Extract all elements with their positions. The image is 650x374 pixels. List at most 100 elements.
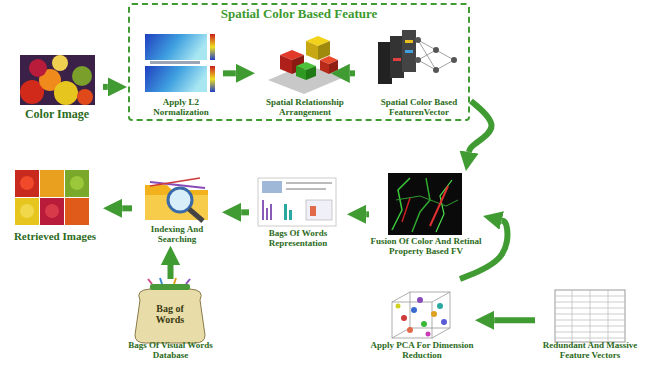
- pca-cube-part-part: [432, 328, 450, 338]
- step-label: Spatial Color Based FeaturenVector: [370, 97, 468, 118]
- feature-table-picture-part: [555, 290, 625, 342]
- image-slot: [133, 172, 221, 224]
- bow-representation-picture-part: [262, 200, 264, 220]
- retinal-fusion-picture-part: [430, 186, 448, 226]
- pca-cube-part: [396, 304, 401, 309]
- pca-cube-part: [401, 315, 407, 321]
- fruit-photo-part: [52, 55, 68, 71]
- flow-arrow: [366, 211, 369, 217]
- feature-vector-picture-part-part: [436, 60, 454, 70]
- normalization-plot-part: [210, 34, 215, 60]
- spatial-blocks-part: [296, 66, 306, 80]
- fruit-photo-part: [54, 81, 78, 105]
- flow-arrow: [469, 101, 491, 152]
- pca-cube-part: [392, 292, 450, 338]
- search-folder-picture: [145, 178, 208, 221]
- image-slot: [370, 172, 482, 236]
- bow-representation-picture-part: [286, 182, 332, 184]
- fruit-photo: [20, 55, 95, 105]
- word-bag-part: [148, 279, 152, 284]
- process-step: Spatial Color Based FeaturenVector: [370, 29, 468, 118]
- image-slot: [256, 29, 354, 97]
- search-folder-picture-part: [189, 209, 203, 221]
- spatial-blocks-part: [306, 41, 318, 60]
- feature-table-picture-part-part: [608, 290, 609, 342]
- feature-vector-picture-part-part: [418, 60, 436, 70]
- image-slot: [8, 168, 102, 230]
- pca-cube-part-part: [392, 292, 410, 302]
- word-bag-part: [135, 289, 205, 343]
- flow-arrow: [122, 205, 132, 211]
- pca-cube-part: [417, 297, 423, 303]
- bow-representation-picture-part: [284, 204, 287, 220]
- pca-cube-part-part: [392, 302, 432, 338]
- pca-cube-part: [431, 311, 437, 317]
- retrieved-grid-part: [20, 204, 34, 218]
- step-label: Spatial Relationship Arrangement: [256, 97, 354, 118]
- word-bag-part: [160, 278, 162, 284]
- image-slot: [12, 52, 102, 108]
- step-label: Bags Of Visual Words Database: [118, 340, 223, 361]
- bag-text: Bag of Words: [143, 303, 197, 325]
- pca-cube-part-part: [410, 292, 450, 328]
- word-bag-part: [186, 279, 190, 284]
- normalization-plot-part: [150, 61, 200, 64]
- retinal-fusion-picture-part: [402, 198, 410, 222]
- pca-cube-part: [407, 327, 413, 333]
- feature-vector-picture-part: [433, 67, 439, 73]
- image-slot: [370, 29, 468, 97]
- process-step: Retrieved Images: [8, 168, 102, 243]
- image-slot: [250, 176, 346, 228]
- bow-representation-picture-part: [262, 181, 282, 193]
- spatial-blocks-part: [329, 60, 338, 74]
- step-label: Bags Of Words Representation: [250, 228, 346, 249]
- fruit-photo-part: [72, 66, 92, 86]
- retinal-fusion-picture-part: [388, 173, 462, 235]
- feature-vector-picture-part: [402, 30, 416, 72]
- retinal-fusion-picture-part: [396, 196, 458, 206]
- step-label: Color Image: [12, 108, 102, 122]
- pca-cube-part: [437, 303, 443, 309]
- flow-arrow: [223, 70, 236, 76]
- retinal-fusion-picture-part: [392, 178, 410, 230]
- search-folder-picture-part: [150, 178, 200, 186]
- feature-vector-picture-part: [405, 50, 413, 53]
- bow-representation-picture-part: [270, 204, 272, 220]
- word-bag-part: [174, 278, 176, 284]
- step-label: Indexing And Searching: [133, 224, 221, 245]
- feature-vector-picture-part: [415, 37, 421, 43]
- process-step: Spatial Relationship Arrangement: [256, 29, 354, 118]
- flow-arrow: [241, 209, 249, 215]
- bow-representation-picture-part: [306, 200, 332, 220]
- retrieved-grid-part: [70, 176, 84, 190]
- bow-representation-picture-part: [286, 188, 326, 190]
- feature-table-picture-part-part: [590, 290, 591, 342]
- step-label: Apply L2 Normalization: [140, 97, 222, 118]
- bow-representation-picture-part: [266, 208, 268, 220]
- section-title: Spatial Color Based Feature: [130, 5, 468, 22]
- retrieved-grid-part: [40, 170, 64, 197]
- retrieved-grid-part: [15, 170, 39, 197]
- retrieved-grid-part: [15, 198, 39, 225]
- retrieved-grid-part: [45, 204, 59, 218]
- word-bag: [135, 278, 205, 343]
- normalization-plot-part: [145, 34, 207, 60]
- pca-cube: [392, 292, 450, 338]
- process-step: Apply PCA For Dimension Reduction: [370, 280, 474, 361]
- process-step: Bags Of Words Representation: [250, 176, 346, 249]
- process-step: Apply L2 Normalization: [140, 29, 222, 118]
- normalization-plot-part: [210, 66, 215, 92]
- step-label: Retrieved Images: [8, 230, 102, 243]
- feature-vector-picture-part-part: [436, 50, 454, 60]
- feature-table-picture: [555, 290, 625, 342]
- fruit-photo-part: [77, 89, 93, 105]
- step-label: Fusion Of Color And Retinal Property Bas…: [370, 236, 482, 257]
- search-folder-picture-part: [145, 185, 208, 220]
- bow-representation-picture: [258, 178, 336, 226]
- retrieved-grid-part: [65, 198, 89, 225]
- feature-vector-picture-part: [415, 57, 421, 63]
- search-folder-picture-part: [168, 188, 192, 212]
